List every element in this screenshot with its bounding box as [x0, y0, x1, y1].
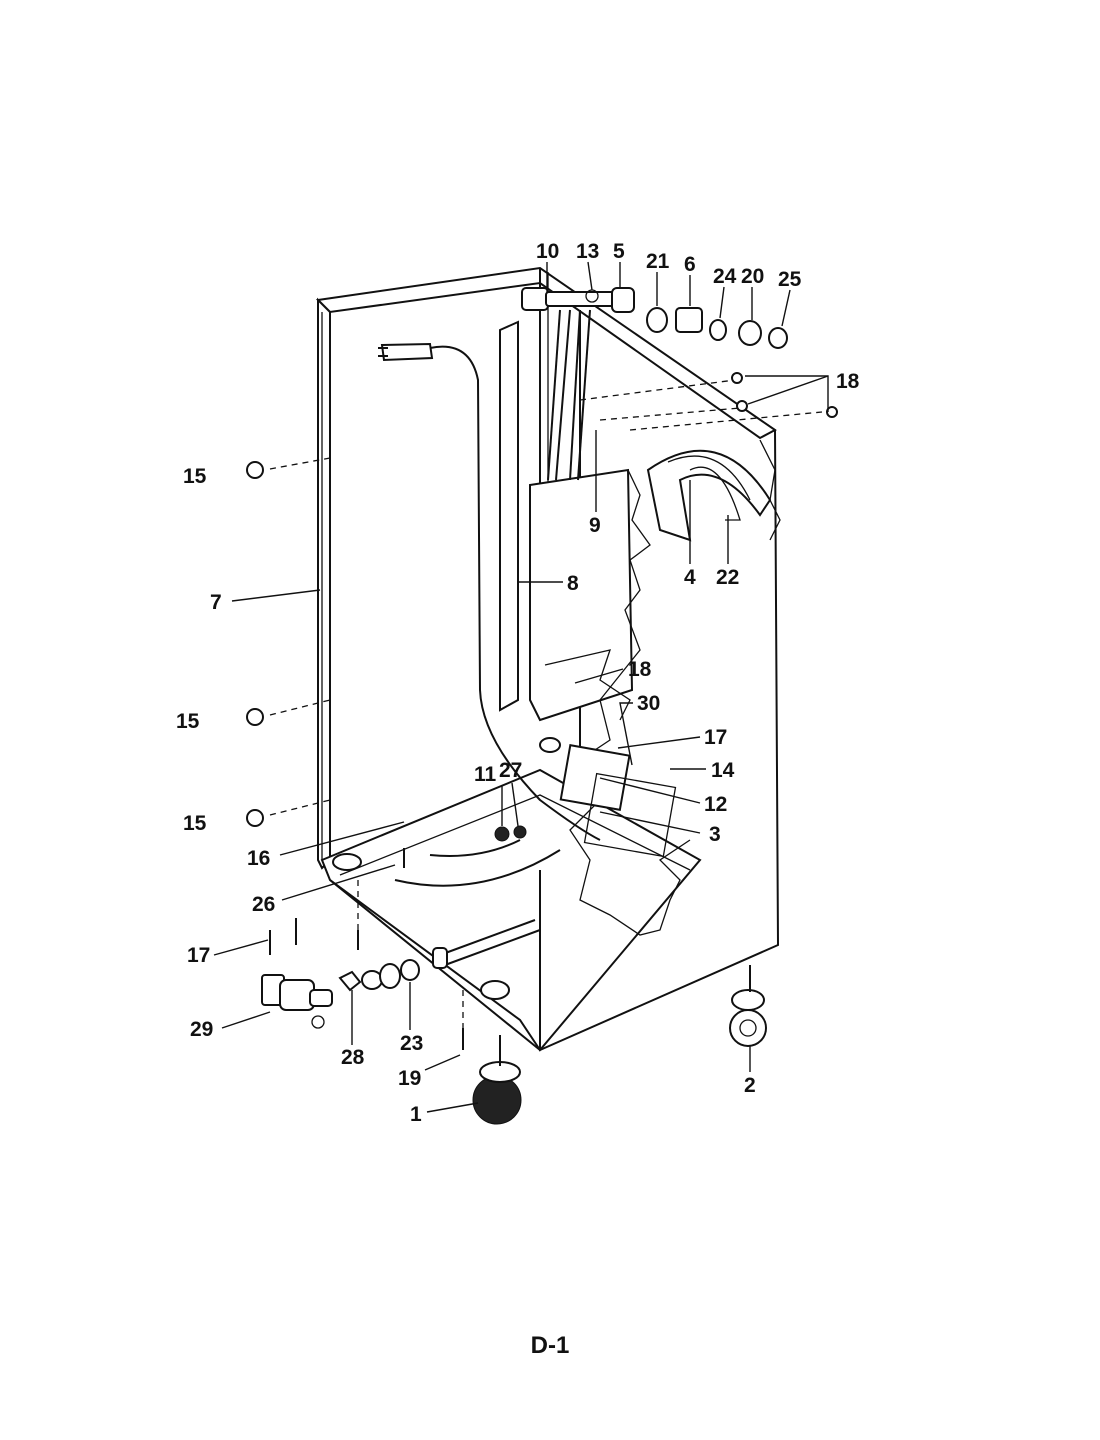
callout-23: 23 — [400, 1032, 423, 1055]
callout-24: 24 — [713, 265, 737, 288]
callout-18-top: 18 — [836, 370, 860, 393]
casters — [472, 965, 767, 1125]
callout-28: 28 — [341, 1046, 365, 1069]
cabinet-frame — [315, 266, 781, 1052]
callout-29: 29 — [190, 1018, 213, 1041]
callout-19: 19 — [398, 1067, 421, 1090]
callout-12: 12 — [704, 793, 727, 816]
screw-leaders — [246, 372, 838, 1028]
callout-4: 4 — [684, 566, 696, 589]
callout-11: 11 — [474, 763, 497, 786]
callout-10: 10 — [536, 240, 559, 263]
fill-valve-assembly — [521, 287, 788, 481]
callout-27: 27 — [499, 759, 522, 782]
callout-5: 5 — [613, 240, 625, 263]
callout-9: 9 — [589, 514, 601, 537]
base-components — [332, 737, 677, 1000]
callout-16: 16 — [247, 847, 270, 870]
callout-15-lower: 15 — [183, 812, 207, 835]
callout-14: 14 — [711, 759, 735, 782]
callout-17-left: 17 — [187, 944, 210, 967]
callout-21: 21 — [646, 250, 670, 273]
callout-1: 1 — [410, 1103, 422, 1126]
callout-17-right: 17 — [704, 726, 727, 749]
callout-13: 13 — [576, 240, 599, 263]
callout-25: 25 — [778, 268, 802, 291]
callout-15-middle: 15 — [176, 710, 200, 733]
page-label: D-1 — [530, 1332, 570, 1359]
callout-30: 30 — [637, 692, 660, 715]
loose-parts — [261, 848, 464, 1050]
callout-22: 22 — [716, 566, 739, 589]
callout-7: 7 — [210, 591, 222, 614]
callout-15-upper: 15 — [183, 465, 207, 488]
callout-3: 3 — [709, 823, 721, 846]
callout-2: 2 — [744, 1074, 756, 1097]
power-cord — [378, 342, 601, 841]
callout-26: 26 — [252, 893, 275, 916]
callout-18-mid: 18 — [628, 658, 652, 681]
callout-20: 20 — [741, 265, 764, 288]
callout-6: 6 — [684, 253, 696, 276]
leader-lines — [213, 261, 829, 1113]
callout-8: 8 — [567, 572, 579, 595]
callout-labels: 10 13 5 21 6 24 20 25 18 15 9 4 22 7 8 1… — [176, 240, 860, 1126]
